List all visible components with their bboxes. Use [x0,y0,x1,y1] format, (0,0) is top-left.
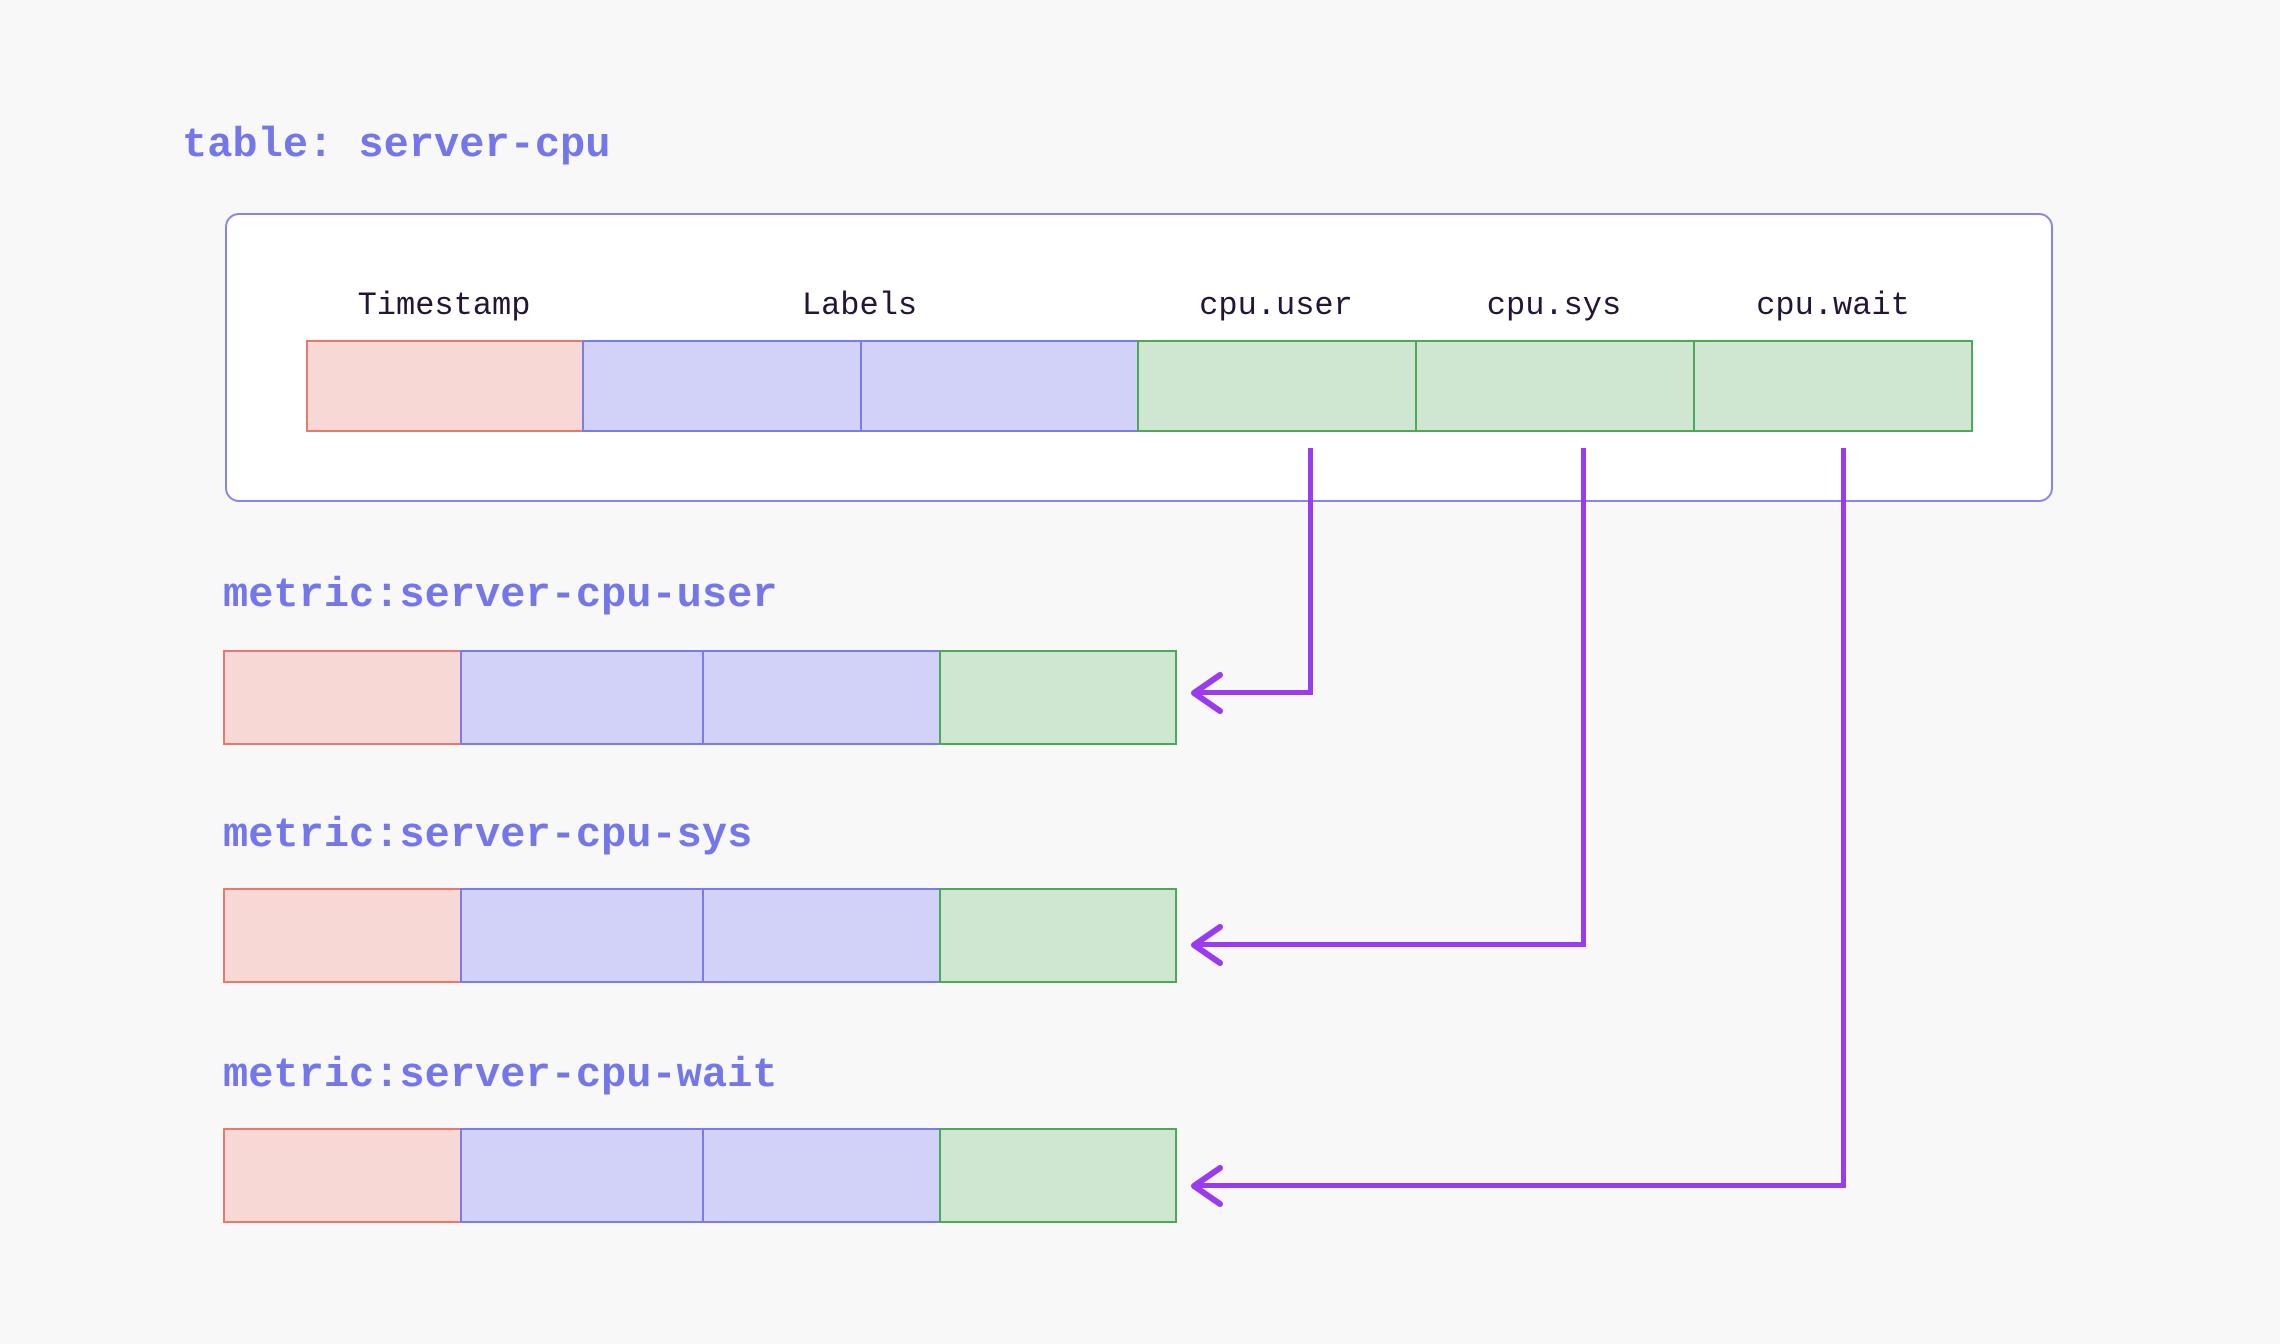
arrow-horizontal-line [1198,690,1313,695]
metric-cell-labels-2 [702,650,941,745]
arrowhead-left-icon [1191,672,1223,714]
arrow-horizontal-line [1198,942,1586,947]
column-header-cpu-sys: cpu.sys [1486,287,1622,324]
metric-title-server-cpu-user: metric:server-cpu-user [223,571,778,619]
table-cell-cpu-sys [1415,340,1695,432]
column-header-cpu-user: cpu.user [1199,287,1353,324]
metric-cell-value [939,888,1177,983]
metric-row-server-cpu-wait [223,1128,1183,1223]
metric-cell-value [939,650,1177,745]
table-cell-cpu-wait [1693,340,1973,432]
table-title: table: server-cpu [182,121,611,169]
table-schema-row [306,340,1983,432]
arrow-vertical-line [1841,448,1846,1188]
arrowhead-left-icon [1191,924,1223,966]
metric-cell-timestamp [223,650,462,745]
table-cell-labels-1 [582,340,862,432]
arrow-vertical-line [1308,448,1313,695]
metric-cell-value [939,1128,1177,1223]
metric-cell-labels-1 [460,1128,704,1223]
column-header-timestamp: Timestamp [357,287,531,324]
arrowhead-left-icon [1191,1165,1223,1207]
metric-title-server-cpu-wait: metric:server-cpu-wait [223,1051,778,1099]
column-header-labels: Labels [801,287,918,324]
table-cell-timestamp [306,340,584,432]
metric-row-server-cpu-sys [223,888,1183,983]
metric-cell-labels-2 [702,1128,941,1223]
arrow-horizontal-line [1198,1183,1846,1188]
metric-cell-labels-1 [460,650,704,745]
metric-cell-timestamp [223,888,462,983]
metric-cell-labels-2 [702,888,941,983]
metric-cell-timestamp [223,1128,462,1223]
metric-cell-labels-1 [460,888,704,983]
table-cell-cpu-user [1137,340,1417,432]
arrow-vertical-line [1581,448,1586,947]
table-cell-labels-2 [860,340,1139,432]
metric-row-server-cpu-user [223,650,1183,745]
metric-title-server-cpu-sys: metric:server-cpu-sys [223,811,753,859]
column-header-cpu-wait: cpu.wait [1756,287,1910,324]
